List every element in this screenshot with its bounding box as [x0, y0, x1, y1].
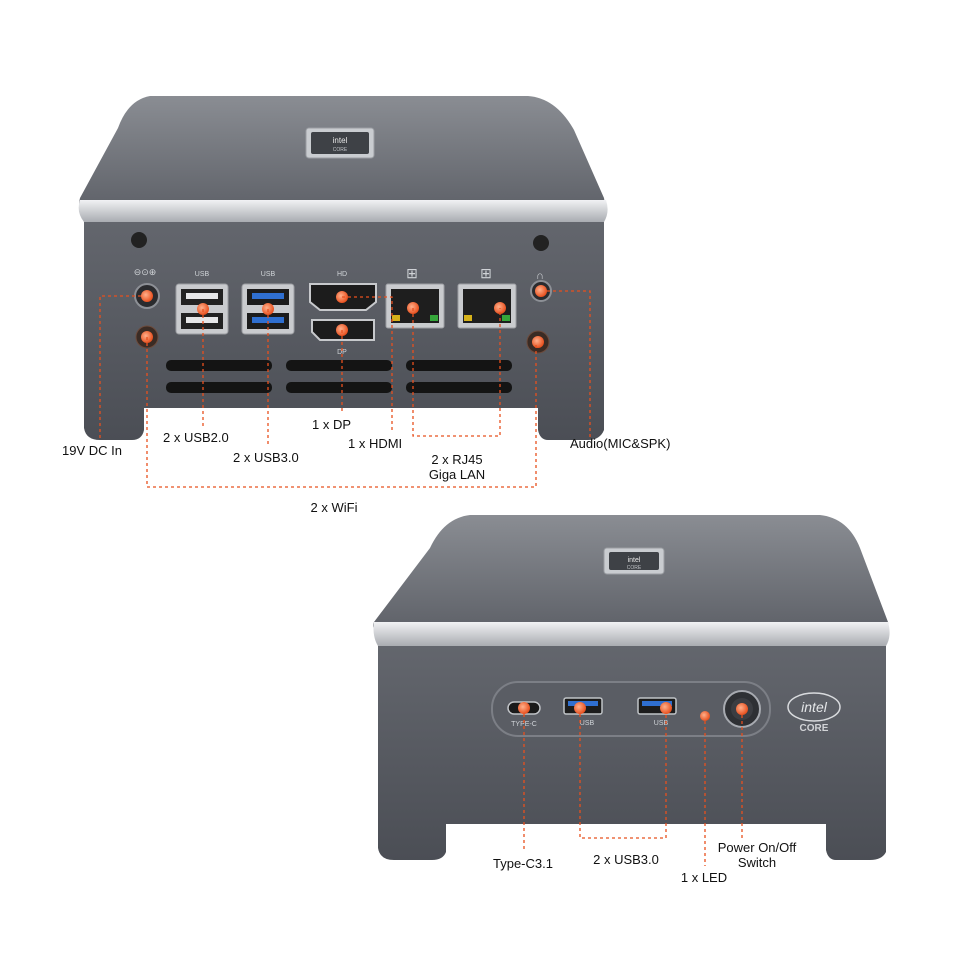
rear-intel-badge: intel CORE — [305, 127, 375, 159]
callout-typec: Type-C3.1 — [493, 856, 553, 871]
callout-rj45-line2: Giga LAN — [429, 467, 485, 482]
network-icon-right: ⊞ — [480, 265, 492, 281]
callout-power-line2: Switch — [738, 855, 776, 870]
network-icon-left: ⊞ — [406, 265, 418, 281]
rear-badge-sub: CORE — [333, 147, 348, 153]
front-usb-a-label: USB — [580, 720, 595, 727]
callout-rj45-line1: 2 x RJ45 — [431, 452, 482, 467]
callout-usb3-front: 2 x USB3.0 — [593, 852, 659, 867]
dc-polarity-icon: ⊖⊙⊕ — [134, 267, 157, 277]
front-logo-sub: CORE — [800, 723, 829, 734]
callout-power-line1: Power On/Off — [718, 840, 797, 855]
rear-silver-rim — [78, 200, 608, 222]
headset-icon: ∩ — [536, 270, 544, 282]
rear-screw-right — [533, 235, 549, 251]
front-callout-lines — [523, 714, 743, 866]
callout-dp: 1 x DP — [312, 417, 351, 432]
callout-usb3-rear: 2 x USB3.0 — [233, 450, 299, 465]
front-silver-rim — [373, 622, 890, 646]
usb2-port-label: USB — [195, 271, 210, 278]
callout-hdmi: 1 x HDMI — [348, 436, 402, 451]
front-intel-logo: intel CORE — [787, 692, 841, 734]
front-chassis-body — [378, 646, 886, 860]
typec-port-label: TYPE-C — [511, 721, 537, 728]
callout-audio: Audio(MIC&SPK) — [570, 436, 670, 451]
rear-badge-brand: intel — [333, 136, 348, 145]
callout-dc-in: 19V DC In — [62, 443, 122, 458]
hdmi-port-label: HD — [337, 271, 347, 278]
front-port-panel — [491, 681, 771, 737]
rear-view-device: intel CORE ⊖⊙⊕ USB USB — [62, 96, 670, 515]
rj45-port-right: ⊞ — [457, 265, 517, 329]
front-callout-dots — [518, 702, 748, 721]
usb3-port-label: USB — [261, 271, 276, 278]
dp-port-label: DP — [337, 349, 347, 356]
rear-screw-left — [131, 232, 147, 248]
callout-wifi: 2 x WiFi — [311, 500, 358, 515]
usb3-port-stack: USB — [241, 271, 295, 335]
front-badge-brand: intel — [628, 557, 641, 564]
callout-usb2: 2 x USB2.0 — [163, 430, 229, 445]
rear-vents — [166, 360, 512, 393]
front-usb-b-label: USB — [654, 720, 669, 727]
front-logo-brand: intel — [801, 699, 828, 715]
front-badge-sub: CORE — [627, 565, 642, 571]
front-intel-badge: intel CORE — [603, 547, 665, 575]
rear-callout-lines — [99, 290, 591, 488]
callout-led: 1 x LED — [681, 870, 727, 885]
front-view-device: intel CORE TYPE-C USB USB — [373, 515, 890, 885]
